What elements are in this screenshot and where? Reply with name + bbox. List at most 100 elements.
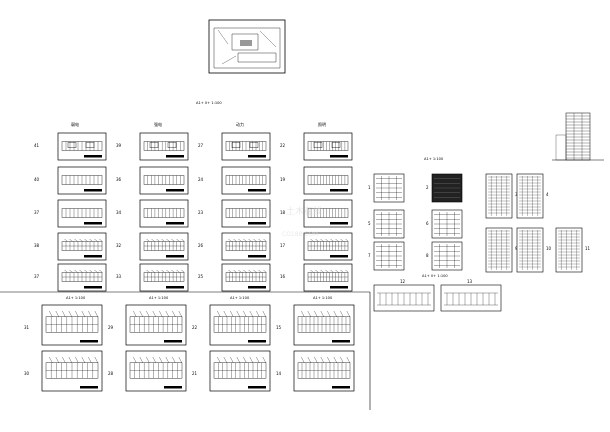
sheet-number: 7 — [368, 253, 371, 258]
plan-sheet — [125, 304, 187, 346]
sheet-number: 38 — [34, 243, 40, 248]
detail-sheet — [440, 284, 502, 312]
sheet-number: 17 — [280, 243, 286, 248]
plan-sheet — [57, 166, 107, 195]
plan-sheet — [57, 263, 107, 292]
plan-sheet — [57, 132, 107, 161]
right-group-scale-label: A1+ 1:100 — [424, 157, 444, 161]
sheet-number: 37 — [34, 210, 40, 215]
plan-sheet — [57, 232, 107, 261]
elevation-sheet — [485, 173, 513, 219]
sheet-number: 11 — [585, 246, 591, 251]
plan-sheet — [139, 232, 189, 261]
column-header: 照明 — [318, 122, 326, 127]
sheet-number: 22 — [192, 325, 198, 330]
sheet-number: 24 — [198, 177, 204, 182]
plan-sheet — [209, 350, 271, 392]
plan-sheet — [293, 304, 355, 346]
sheet-number: 13 — [467, 279, 473, 284]
detail-sheet — [373, 241, 405, 271]
column-header: 强电 — [154, 121, 162, 127]
watermark-subtext: CO188.COM — [282, 231, 318, 238]
plan-sheet — [221, 199, 271, 228]
plan-sheet — [221, 263, 271, 292]
plan-sheet — [221, 232, 271, 261]
lower-scale-label: A1+ 1:100 — [230, 296, 250, 300]
detail-sheet — [431, 241, 463, 271]
elevation-sheet — [516, 173, 544, 219]
plan-sheet — [303, 132, 353, 161]
sheet-number: 22 — [280, 143, 286, 148]
sheet-number: 26 — [198, 243, 204, 248]
sheet-number: 33 — [116, 274, 122, 279]
sheet-number: 25 — [198, 274, 204, 279]
detail-sheet — [373, 173, 405, 203]
plan-sheet — [221, 132, 271, 161]
sheet-number: 2 — [426, 185, 429, 190]
detail-sheet — [431, 209, 463, 239]
sheet-number: 4 — [546, 192, 549, 197]
detail-sheet — [373, 209, 405, 239]
site-plan-thumbnail — [208, 19, 286, 74]
lower-scale-label: A1+ 1:100 — [313, 296, 333, 300]
plan-sheet — [41, 304, 103, 346]
watermark: 土木在线 CO188.COM — [282, 205, 322, 238]
sheet-number: 30 — [24, 371, 30, 376]
plan-sheet — [139, 199, 189, 228]
plan-sheet — [303, 199, 353, 228]
building-elevation — [552, 112, 604, 161]
column-header: 弱电 — [71, 121, 79, 127]
sheet-number: 8 — [426, 253, 429, 258]
sheet-number: 12 — [400, 279, 406, 284]
sheet-number: 29 — [108, 325, 114, 330]
sheet-number: 21 — [192, 371, 198, 376]
lower-scale-label: A1+ 1:100 — [149, 296, 169, 300]
elevation-sheet — [555, 227, 583, 273]
plan-sheet — [139, 166, 189, 195]
sheet-number: 10 — [546, 246, 552, 251]
sheet-number: 9 — [515, 246, 518, 251]
sheet-number: 32 — [116, 243, 122, 248]
column-headers: 弱电 强电 动力 照明 — [71, 121, 326, 127]
sheet-number: 31 — [24, 325, 30, 330]
plan-sheet — [303, 166, 353, 195]
sheet-number: 39 — [116, 143, 122, 148]
column-header: 动力 — [236, 121, 244, 127]
plan-sheet — [57, 199, 107, 228]
sheet-number: 37 — [34, 274, 40, 279]
plan-sheet — [139, 132, 189, 161]
sheet-number: 5 — [368, 221, 371, 226]
plan-sheet — [293, 350, 355, 392]
plan-sheet — [303, 232, 353, 261]
sheet-number: 6 — [426, 221, 429, 226]
detail-sheet — [431, 173, 463, 203]
plan-sheet — [125, 350, 187, 392]
sheet-number: 36 — [116, 177, 122, 182]
plan-sheet — [41, 350, 103, 392]
plan-sheet — [209, 304, 271, 346]
upper-plan-grid: 41 39 27 22 40 36 24 19 37 34 23 18 38 32 26 17 37 33 25 16 — [34, 132, 353, 292]
sheet-number: 18 — [280, 210, 286, 215]
sheet-number: 16 — [280, 274, 286, 279]
plan-sheet — [139, 263, 189, 292]
plan-sheet — [221, 166, 271, 195]
elevation-sheet — [516, 227, 544, 273]
sheet-number: 19 — [280, 177, 286, 182]
sheet-number: 3 — [515, 192, 518, 197]
sheet-number: 41 — [34, 143, 40, 148]
lower-scale-label: A1+ 1:100 — [66, 296, 86, 300]
sheet-number: 27 — [198, 143, 204, 148]
plan-sheet — [303, 263, 353, 292]
watermark-text: 土木在线 — [286, 205, 322, 217]
sheet-number: 1 — [368, 185, 371, 190]
sheet-number: 34 — [116, 210, 122, 215]
detail-sheet — [373, 284, 435, 312]
sheet-number: 23 — [198, 210, 204, 215]
right-group-sub-scale-label: A1+ 0+ 1:100 — [422, 274, 448, 278]
main-scale-label: A1+ 0+ 1:100 — [196, 101, 222, 105]
sheet-number: 15 — [276, 325, 282, 330]
sheet-number: 40 — [34, 177, 40, 182]
